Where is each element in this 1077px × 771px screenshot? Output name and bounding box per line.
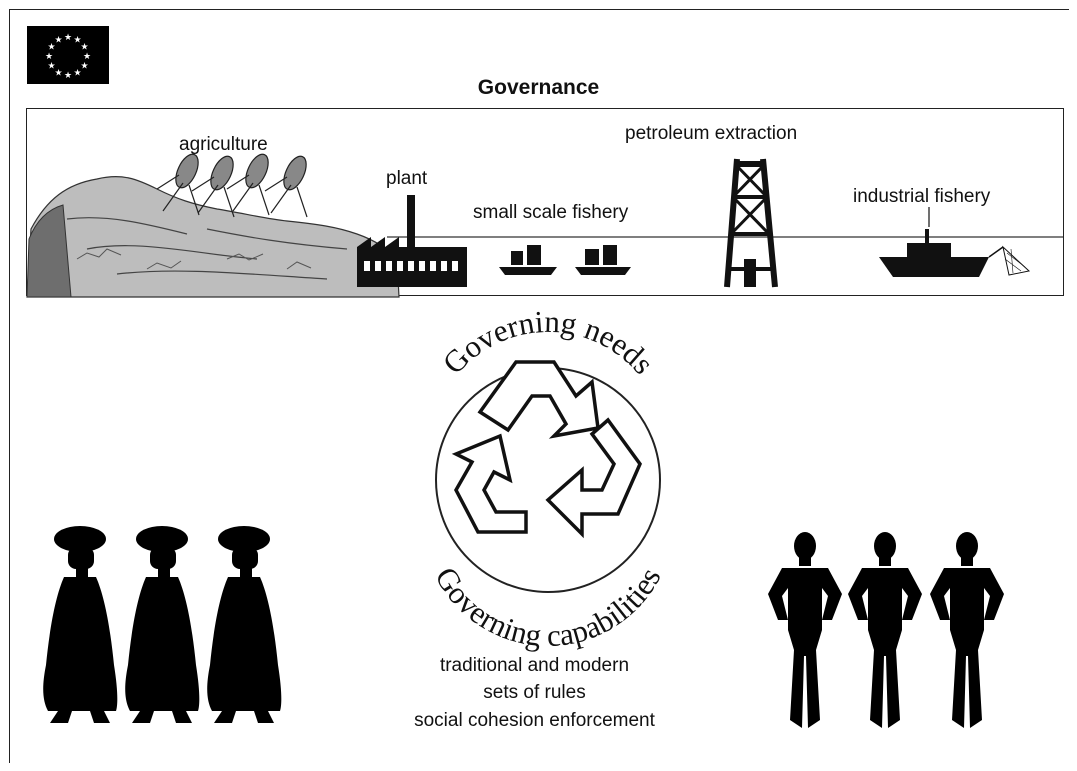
svg-text:★: ★: [54, 36, 62, 46]
trawler-illustration: [879, 207, 1031, 277]
activities-illustration: [26, 153, 1063, 298]
svg-text:★: ★: [83, 52, 91, 62]
cycle-bottom-label: Governing capabilities: [428, 561, 667, 653]
figure-frame: [9, 9, 1069, 763]
women-silhouettes-icon: [43, 526, 282, 723]
rules-text-line-2: sets of rules: [483, 682, 586, 703]
men-silhouettes-icon: [768, 532, 1004, 728]
label-petroleum-extraction: petroleum extraction: [625, 123, 798, 144]
svg-text:★: ★: [64, 33, 72, 43]
land-illustration: [26, 176, 400, 298]
corn-illustration: [156, 153, 308, 218]
label-plant: plant: [386, 168, 428, 189]
svg-text:★: ★: [64, 71, 72, 81]
label-small-scale-fishery: small scale fishery: [473, 202, 629, 223]
rules-text-line-1: traditional and modern: [439, 655, 630, 676]
label-agriculture: agriculture: [179, 134, 268, 155]
svg-text:★: ★: [80, 43, 88, 53]
oil-rig-illustration: [724, 158, 778, 288]
svg-text:★: ★: [47, 62, 55, 72]
small-boats-illustration: [499, 245, 631, 275]
recycle-arrows-icon: Governing needs Governing capabilities: [428, 304, 667, 653]
rules-text-line-3: social cohesion enforcement: [414, 710, 655, 731]
eu-flag-icon: ★★★★★★★★★★★★: [27, 26, 109, 84]
svg-text:★: ★: [73, 36, 81, 46]
activities-panel: agriculture plant small scale fishery pe…: [26, 108, 1064, 298]
page-title: Governance: [477, 76, 600, 99]
svg-text:★: ★: [47, 43, 55, 53]
svg-text:★: ★: [80, 62, 88, 72]
factory-illustration: [357, 195, 467, 287]
label-industrial-fishery: industrial fishery: [853, 186, 991, 207]
svg-text:★: ★: [54, 69, 62, 79]
svg-text:★: ★: [45, 52, 53, 62]
svg-text:★: ★: [73, 69, 81, 79]
